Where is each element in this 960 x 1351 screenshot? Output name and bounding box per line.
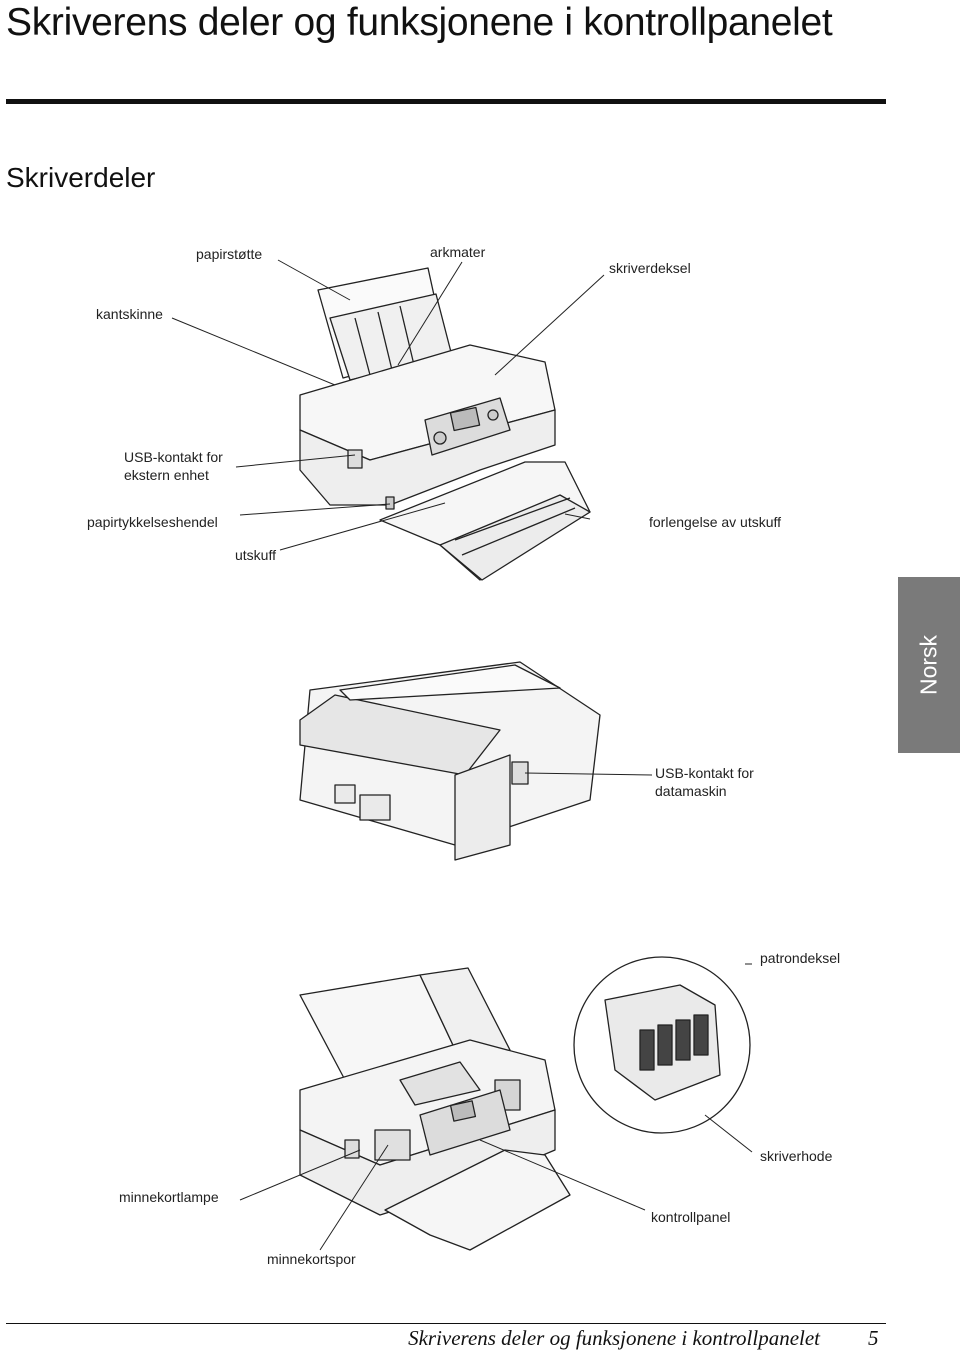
- section-heading: Skriverdeler: [6, 162, 156, 193]
- title-rule: [6, 99, 886, 104]
- label-thickness-lever: papirtykkelseshendel: [87, 514, 218, 530]
- page-title: Skriverens deler og funksjonene i kontro…: [6, 1, 833, 44]
- language-tab: Norsk: [898, 577, 960, 753]
- label-memory-card-lamp: minnekortlampe: [119, 1189, 219, 1205]
- callout-lines: [171, 259, 753, 1251]
- label-paper-support: papirstøtte: [196, 246, 263, 262]
- printer-rear-illustration: [299, 661, 601, 861]
- printer-open-illustration: [299, 956, 751, 1251]
- label-output-extension: forlengelse av utskuff: [649, 514, 782, 530]
- label-printer-cover: skriverdeksel: [609, 260, 691, 276]
- label-sheet-feeder: arkmater: [430, 244, 486, 260]
- label-usb-computer: USB-kontakt for datamaskin: [655, 765, 754, 799]
- label-memory-card-slot: minnekortspor: [267, 1251, 356, 1267]
- label-edge-guide: kantskinne: [96, 306, 163, 322]
- printer-front-illustration: [299, 267, 591, 581]
- footer-rule: [6, 1323, 886, 1324]
- label-cartridge-cover: patrondeksel: [760, 950, 841, 966]
- label-control-panel: kontrollpanel: [651, 1209, 731, 1225]
- label-print-head: skriverhode: [760, 1148, 833, 1164]
- label-usb-external: USB-kontakt for ekstern enhet: [124, 449, 223, 483]
- page-number: 5: [868, 1326, 879, 1350]
- label-output-tray: utskuff: [235, 547, 276, 563]
- footer-running-title: Skriverens deler og funksjonene i kontro…: [408, 1326, 820, 1350]
